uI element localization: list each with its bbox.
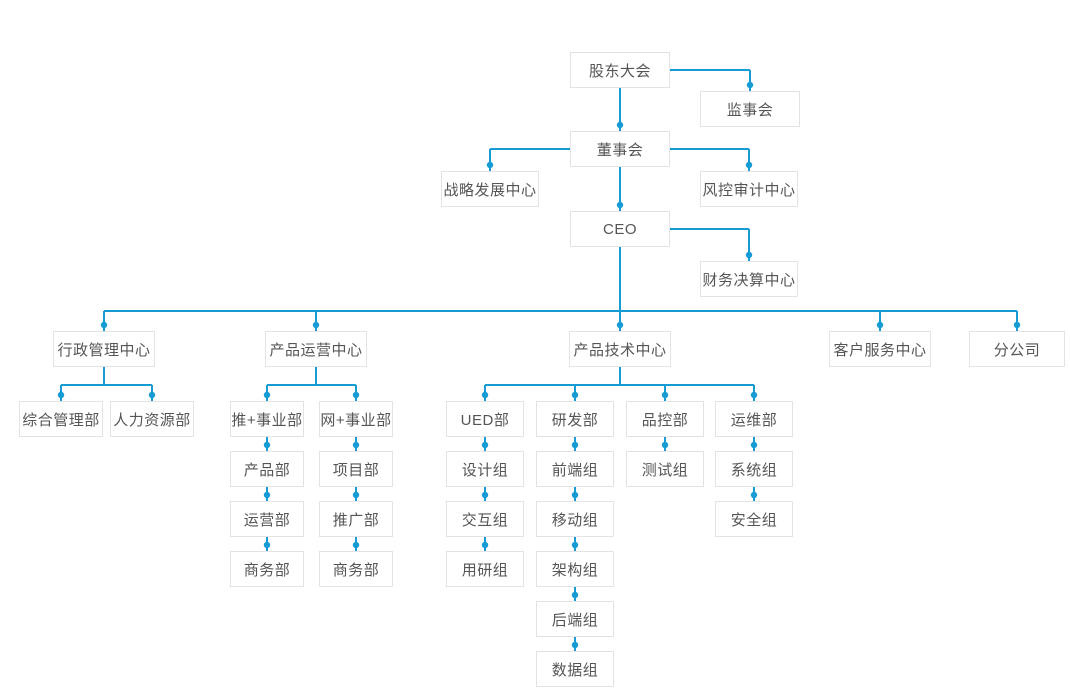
org-node-project-dept: 项目部 bbox=[319, 451, 393, 487]
org-node-wang-division: 网+事业部 bbox=[319, 401, 393, 437]
connector-dot bbox=[571, 541, 579, 549]
connector-dot bbox=[571, 391, 579, 399]
org-node-mobile-group: 移动组 bbox=[536, 501, 614, 537]
connector-dot bbox=[352, 441, 360, 449]
connector-dot bbox=[263, 491, 271, 499]
connector-dot bbox=[481, 441, 489, 449]
org-node-business-dept-wang: 商务部 bbox=[319, 551, 393, 587]
org-node-admin-center: 行政管理中心 bbox=[53, 331, 155, 367]
org-node-operations-center: 产品运营中心 bbox=[265, 331, 367, 367]
connector-dot bbox=[148, 391, 156, 399]
org-node-qc-dept: 品控部 bbox=[626, 401, 704, 437]
org-node-ceo: CEO bbox=[570, 211, 670, 247]
org-node-tech-center: 产品技术中心 bbox=[569, 331, 671, 367]
org-node-operation-dept: 运营部 bbox=[230, 501, 304, 537]
connector-dot bbox=[616, 121, 624, 129]
connector-dot bbox=[1013, 321, 1021, 329]
org-node-promotion-dept: 推广部 bbox=[319, 501, 393, 537]
connector-dot bbox=[746, 81, 754, 89]
connector-dot bbox=[481, 391, 489, 399]
connector-dot bbox=[661, 391, 669, 399]
org-node-research-group: 用研组 bbox=[446, 551, 524, 587]
connector-dot bbox=[486, 161, 494, 169]
org-node-ops-dept: 运维部 bbox=[715, 401, 793, 437]
connector-dot bbox=[263, 441, 271, 449]
connector-dot bbox=[750, 391, 758, 399]
connector-dot bbox=[750, 491, 758, 499]
org-node-general-mgmt-dept: 综合管理部 bbox=[19, 401, 103, 437]
org-node-design-group: 设计组 bbox=[446, 451, 524, 487]
org-node-data-group: 数据组 bbox=[536, 651, 614, 687]
org-node-risk-audit-center: 风控审计中心 bbox=[700, 171, 798, 207]
org-node-architecture-group: 架构组 bbox=[536, 551, 614, 587]
org-node-rd-dept: 研发部 bbox=[536, 401, 614, 437]
connector-dot bbox=[616, 201, 624, 209]
org-node-interaction-group: 交互组 bbox=[446, 501, 524, 537]
org-node-tui-division: 推+事业部 bbox=[230, 401, 304, 437]
org-node-system-group: 系统组 bbox=[715, 451, 793, 487]
connector-dot bbox=[263, 391, 271, 399]
connector-dot bbox=[571, 641, 579, 649]
connector-dot bbox=[571, 591, 579, 599]
connector-dot bbox=[571, 441, 579, 449]
connector-dot bbox=[263, 541, 271, 549]
org-node-service-center: 客户服务中心 bbox=[829, 331, 931, 367]
connector-dot bbox=[750, 441, 758, 449]
org-node-security-group: 安全组 bbox=[715, 501, 793, 537]
org-node-frontend-group: 前端组 bbox=[536, 451, 614, 487]
connector-dot bbox=[57, 391, 65, 399]
connector-dot bbox=[481, 541, 489, 549]
connector-dot bbox=[616, 321, 624, 329]
connector-dot bbox=[876, 321, 884, 329]
org-node-product-dept: 产品部 bbox=[230, 451, 304, 487]
org-node-test-group: 测试组 bbox=[626, 451, 704, 487]
org-node-business-dept-tui: 商务部 bbox=[230, 551, 304, 587]
org-node-hr-dept: 人力资源部 bbox=[110, 401, 194, 437]
org-node-board-of-directors: 董事会 bbox=[570, 131, 670, 167]
connector-dot bbox=[481, 491, 489, 499]
connector-dot bbox=[745, 251, 753, 259]
connector-dot bbox=[100, 321, 108, 329]
connector-dot bbox=[352, 541, 360, 549]
org-node-branch-company: 分公司 bbox=[969, 331, 1065, 367]
org-node-shareholders-meeting: 股东大会 bbox=[570, 52, 670, 88]
org-node-supervisory-board: 监事会 bbox=[700, 91, 800, 127]
org-node-ued-dept: UED部 bbox=[446, 401, 524, 437]
connector-dot bbox=[661, 441, 669, 449]
connector-dot bbox=[352, 491, 360, 499]
connector-dot bbox=[352, 391, 360, 399]
org-node-strategy-center: 战略发展中心 bbox=[441, 171, 539, 207]
connector-dot bbox=[571, 491, 579, 499]
connector-dot bbox=[745, 161, 753, 169]
org-node-backend-group: 后端组 bbox=[536, 601, 614, 637]
connector-dot bbox=[312, 321, 320, 329]
org-node-finance-center: 财务决算中心 bbox=[700, 261, 798, 297]
